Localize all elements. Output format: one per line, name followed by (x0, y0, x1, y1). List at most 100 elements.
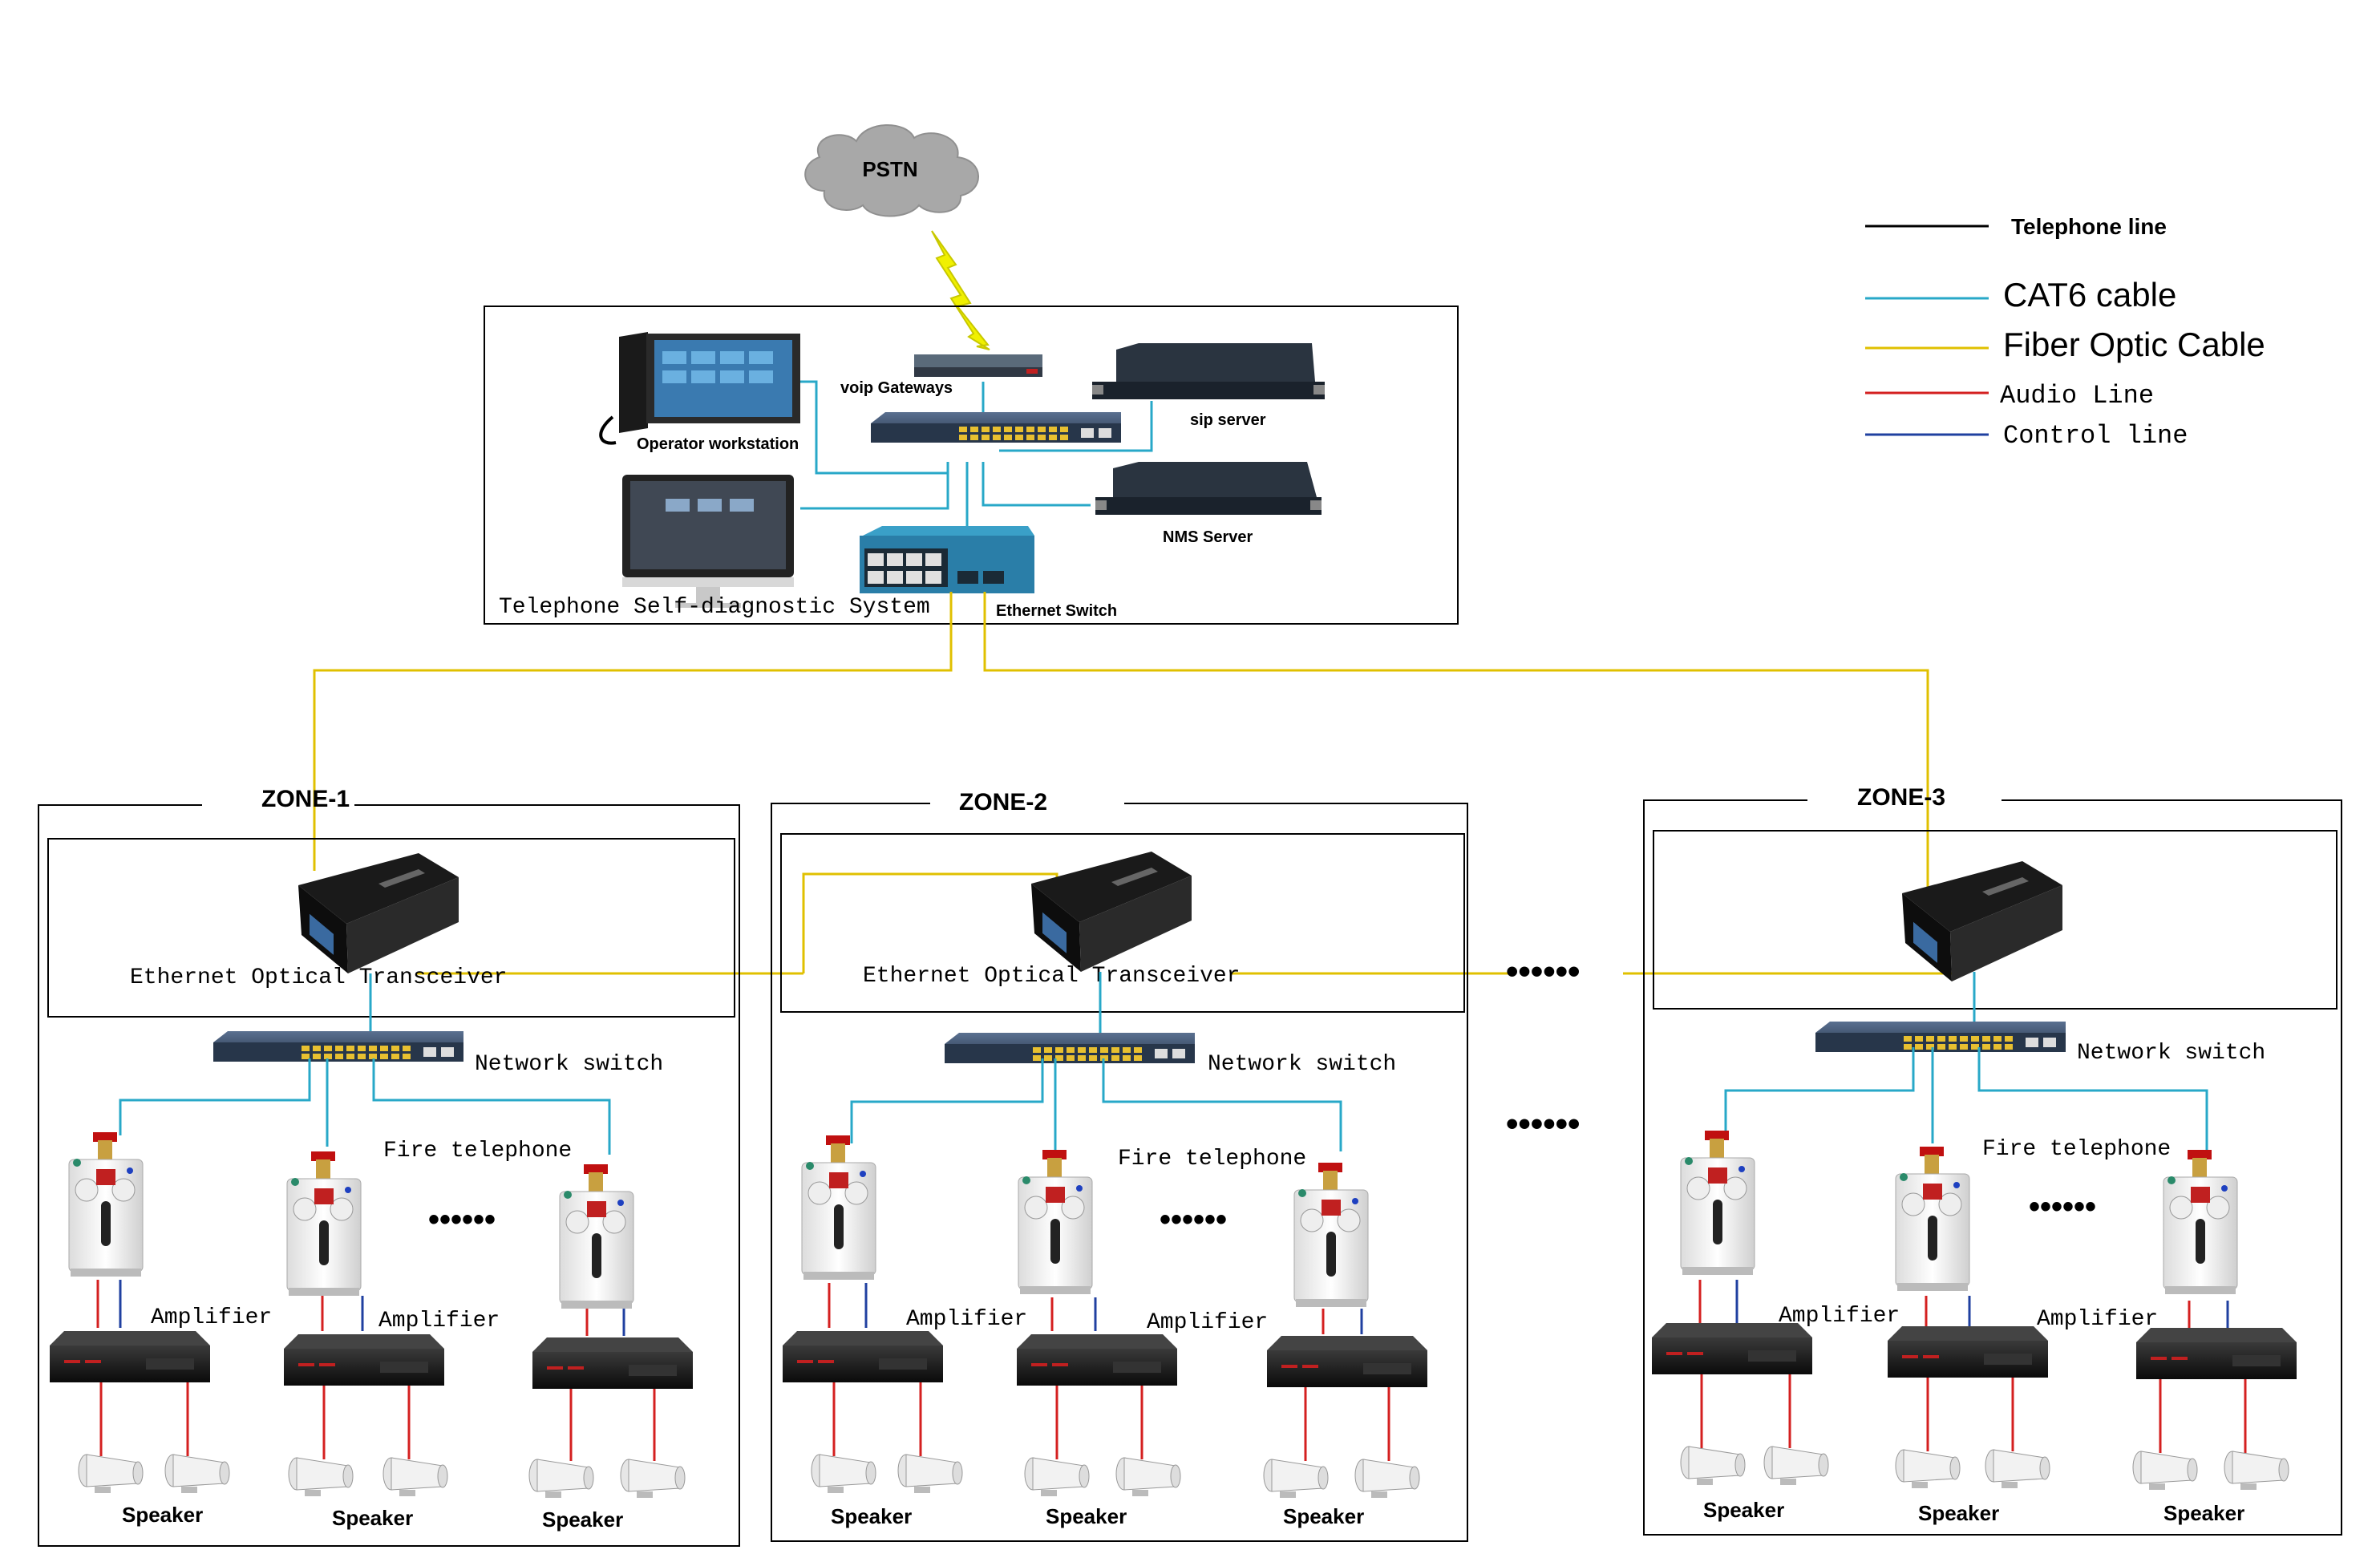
zone-1-phone-amp-lines (96, 1280, 625, 1336)
nms-server-icon (1095, 462, 1322, 515)
zone-2-phone-amp-lines (828, 1283, 1363, 1334)
zone-1-audio-lines (99, 1382, 656, 1461)
zone-2-title: ZONE-2 (959, 789, 1047, 815)
zone-2-amplifier-3-icon (1267, 1336, 1427, 1387)
zone-1-phone-ellipsis: •••••• (428, 1202, 496, 1237)
wireless-bolt-icon (931, 230, 990, 350)
zone-2-speaker-1b-icon (897, 1454, 963, 1494)
zone-3-speaker-3b-icon (2224, 1451, 2289, 1491)
zone-3-amplifier-3-icon (2136, 1328, 2297, 1379)
zone-1-speaker-3a-icon (528, 1459, 594, 1499)
zone-3-fire-phone-2-icon (1895, 1146, 1970, 1292)
zone-1-speaker-3b-icon (620, 1459, 686, 1499)
zone-2-transceiver-icon (1031, 852, 1192, 972)
zone-1-amplifier-1-icon (50, 1331, 210, 1382)
zone-1-speaker-3-label: Speaker (542, 1507, 623, 1532)
zone-3-audio-lines (1700, 1374, 2247, 1453)
zone-2-fire-telephone-label: Fire telephone (1118, 1147, 1306, 1172)
zone-2-speaker-3a-icon (1263, 1459, 1329, 1499)
zone-2-amplifier-2-label: Amplifier (1147, 1310, 1268, 1335)
legend-audio-label: Audio Line (2000, 381, 2154, 411)
zone-1-fire-phone-2-icon (286, 1151, 362, 1297)
zone-2-speaker-3-label: Speaker (1283, 1504, 1364, 1528)
zone-1-transceiver-frame (47, 838, 735, 1018)
zone-1-switch-label: Network switch (475, 1052, 663, 1077)
zone-2: ZONE-2 Ethernet Optical Transceiver Netw… (771, 789, 1468, 1542)
zone-2-audio-lines (832, 1382, 1390, 1461)
zone-3-transceiver-frame (1653, 830, 2338, 1010)
zone-2-fire-phone-2-icon (1018, 1149, 1093, 1295)
zone-1-fire-phone-3-icon (559, 1163, 634, 1309)
zone-2-speaker-2a-icon (1024, 1457, 1090, 1497)
zone-3-switch-icon (1815, 1022, 2066, 1052)
zone-2-speaker-2-label: Speaker (1046, 1504, 1127, 1528)
zone-2-speaker-1-label: Speaker (831, 1504, 912, 1528)
zone-1-fire-telephone-label: Fire telephone (383, 1139, 572, 1163)
zone-1-cat6-drops (119, 1058, 611, 1155)
zone-2-switch-icon (945, 1033, 1195, 1063)
backbone-fiber (313, 592, 1963, 975)
central-system: Operator workstation voip Gateways sip s… (484, 306, 1459, 625)
ethernet-switch-icon (860, 526, 1034, 593)
zone-3-phone-amp-lines (1698, 1280, 2229, 1333)
zone-3-switch-label: Network switch (2077, 1041, 2265, 1066)
zone-3-frame (1643, 799, 2342, 1536)
zone-1: ZONE-1 Ethernet Optical Transceiver Netw… (38, 786, 740, 1547)
zone-2-amplifier-1-label: Amplifier (906, 1307, 1027, 1332)
zone-1-frame (38, 804, 740, 1547)
zone-3-speaker-3a-icon (2132, 1451, 2198, 1491)
nms-server-label: NMS Server (1163, 528, 1253, 546)
zone-2-amplifier-2-icon (1017, 1334, 1177, 1386)
zone-1-transceiver-label: Ethernet Optical Transceiver (130, 965, 507, 990)
zone-1-speaker-1a-icon (78, 1454, 144, 1494)
zone-2-speaker-2b-icon (1115, 1457, 1181, 1497)
zone-2-frame (771, 803, 1468, 1542)
system-label: Telephone Self-diagnostic System (499, 595, 930, 620)
zone-3-fire-phone-1-icon (1680, 1130, 1755, 1276)
zone-1-amplifier-2-label: Amplifier (378, 1309, 500, 1333)
zone-2-transceiver-label: Ethernet Optical Transceiver (863, 964, 1240, 989)
zone-3-phone-ellipsis: •••••• (2029, 1189, 2096, 1224)
legend-fiber-label: Fiber Optic Cable (2003, 326, 2265, 363)
legend-telephone-label: Telephone line (2011, 214, 2167, 239)
sip-server-label: sip server (1190, 411, 1266, 429)
central-system-frame (484, 306, 1459, 625)
zone-3-speaker-3-label: Speaker (2163, 1501, 2244, 1525)
zone-3-fire-telephone-label: Fire telephone (1982, 1137, 2171, 1162)
zone-2-cat6-drops (850, 1058, 1342, 1151)
zone-3-speaker-2b-icon (1985, 1449, 2050, 1489)
sip-server-icon (1092, 343, 1325, 399)
pstn-label: PSTN (862, 157, 917, 181)
zone-3-title: ZONE-3 (1857, 784, 1945, 811)
zone-3-speaker-1b-icon (1763, 1446, 1829, 1486)
zone-1-switch-icon (213, 1031, 463, 1062)
zone-1-speaker-2-label: Speaker (332, 1506, 413, 1530)
zone-2-speaker-1a-icon (811, 1454, 876, 1494)
zone-3-speaker-1-label: Speaker (1703, 1498, 1784, 1522)
ethernet-switch-label: Ethernet Switch (996, 602, 1117, 620)
zone-1-amplifier-2-icon (284, 1334, 444, 1386)
legend: Telephone line CAT6 cable Fiber Optic Ca… (1865, 214, 2265, 451)
operator-workstation-label: Operator workstation (637, 435, 799, 453)
zone-2-transceiver-frame (780, 833, 1465, 1013)
zone-2-amplifier-1-icon (783, 1331, 943, 1382)
pstn-cloud: PSTN (804, 124, 979, 217)
legend-control-label: Control line (2003, 421, 2188, 451)
zone-2-fire-phone-1-icon (801, 1135, 876, 1281)
zone-3-speaker-2-label: Speaker (1918, 1501, 1999, 1525)
zone-3-transceiver-icon (1902, 861, 2062, 981)
zone-1-transceiver-icon (298, 853, 459, 973)
zone-1-amplifier-3-icon (532, 1337, 693, 1389)
zone-1-speaker-2b-icon (382, 1457, 448, 1497)
zone-1-fire-phone-1-icon (68, 1131, 144, 1277)
zone-3-amplifier-1-icon (1652, 1323, 1812, 1374)
zone-2-phone-ellipsis: •••••• (1160, 1202, 1227, 1237)
zone-1-title: ZONE-1 (261, 786, 350, 812)
zone-3-speaker-1a-icon (1680, 1446, 1746, 1486)
zone-3-fire-phone-3-icon (2163, 1149, 2238, 1295)
zone-fiber-ellipsis: •••••• (1506, 952, 1580, 991)
core-switch-icon (871, 412, 1121, 443)
zone-3-cat6-drops (1724, 1047, 2208, 1151)
zone-3-amplifier-2-label: Amplifier (2037, 1307, 2158, 1332)
